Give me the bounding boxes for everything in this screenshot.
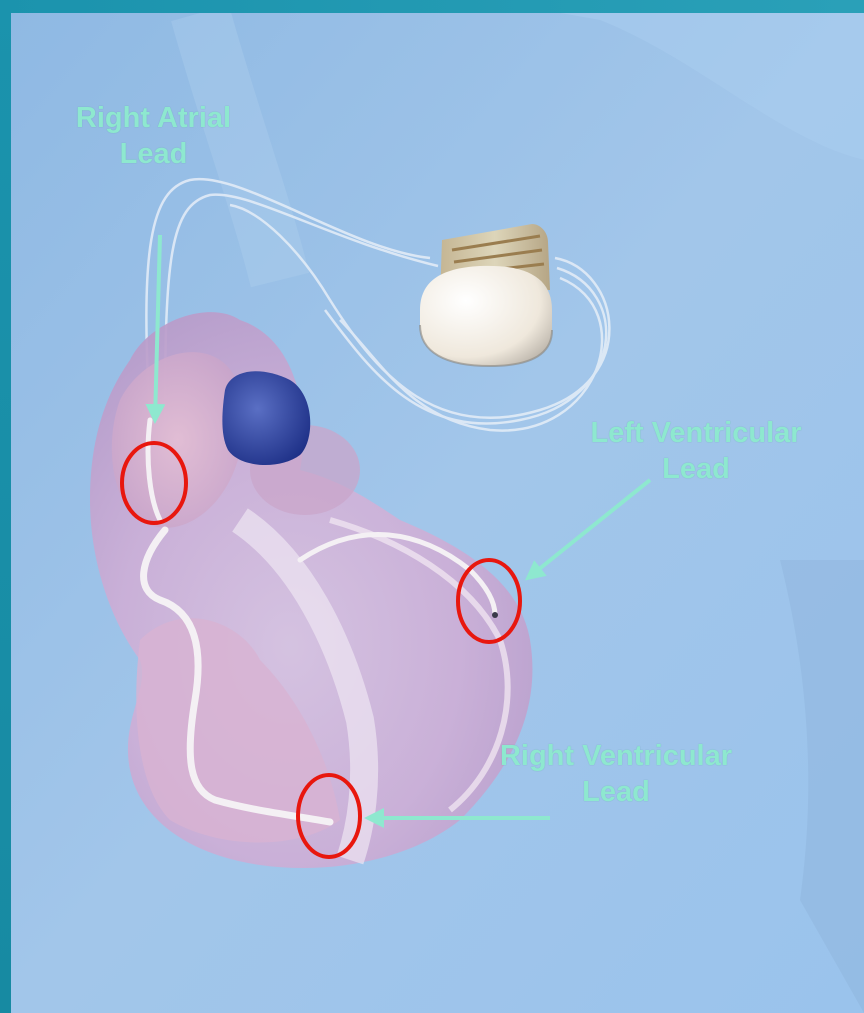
right-ventricular-lead-label: Right Ventricular Lead (466, 738, 766, 810)
illustration-panel: Right Atrial Lead Left Ventricular Lead … (11, 13, 864, 1013)
left-ventricular-label-line1: Left Ventricular (551, 415, 841, 451)
left-ventricular-label-line2: Lead (551, 451, 841, 487)
right-atrial-lead-label: Right Atrial Lead (51, 100, 256, 172)
frame-top-border (0, 0, 864, 13)
right-atrial-label-line1: Right Atrial (51, 100, 256, 136)
right-ventricular-label-line2: Lead (466, 774, 766, 810)
right-atrial-label-line2: Lead (51, 136, 256, 172)
right-ventricular-label-line1: Right Ventricular (466, 738, 766, 774)
left-ventricular-lead-label: Left Ventricular Lead (551, 415, 841, 487)
frame-left-border (0, 0, 11, 1013)
